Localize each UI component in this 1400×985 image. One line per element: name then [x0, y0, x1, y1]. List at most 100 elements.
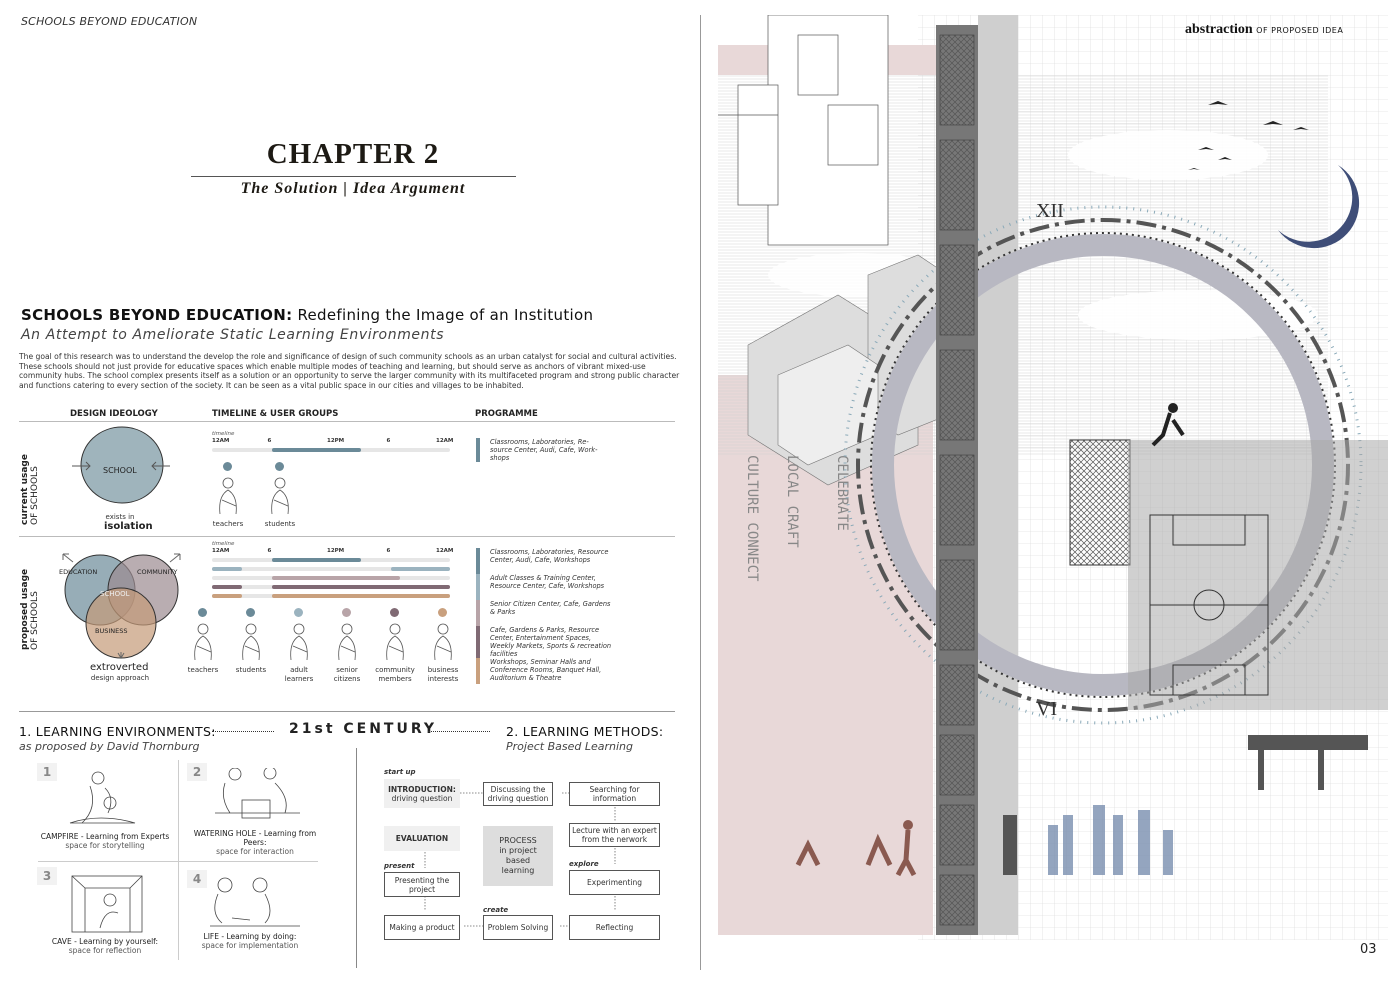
divider	[191, 176, 516, 177]
intro-box: INTRODUCTION:driving question	[384, 779, 460, 808]
methods-title: 2. LEARNING METHODS:	[506, 724, 664, 739]
user-label: teachers	[187, 666, 219, 674]
venn-community: COMMUNITY	[137, 568, 178, 576]
divider	[19, 421, 675, 422]
programme-item: Adult Classes & Training Center, Resourc…	[476, 574, 616, 600]
running-header: SCHOOLS BEYOND EDUCATION	[21, 15, 198, 28]
box-presenting: Presenting the project	[384, 872, 460, 897]
process-line: based	[505, 856, 531, 865]
programme-current: Classrooms, Laboratories, Re-source Cent…	[476, 438, 606, 462]
user-dot	[390, 608, 399, 617]
env-sub: space for reflection	[68, 946, 142, 955]
building-plan	[718, 15, 889, 246]
abstraction-illustration: CULTURE CONNECT LOCAL CRAFT CELEBRATE XI…	[718, 15, 1388, 940]
user-dot	[342, 608, 351, 617]
extroverted-caption-small: design approach	[90, 674, 150, 682]
section-heading: SCHOOLS BEYOND EDUCATION: Redefining the…	[21, 306, 593, 324]
chapter-subtitle: The Solution | Idea Argument	[240, 180, 466, 197]
timeline-bar	[271, 594, 450, 598]
school-label: SCHOOL	[103, 466, 137, 475]
user-dot	[438, 608, 447, 617]
programme-text: Cafe, Gardens & Parks, Resource Center, …	[490, 626, 612, 658]
section-subheading: An Attempt to Ameliorate Static Learning…	[21, 327, 445, 343]
cave-sketch-icon	[71, 875, 143, 933]
intro-bold: INTRODUCTION:	[388, 784, 456, 794]
venn-diagram	[62, 553, 181, 659]
timeline-tick: 12PM	[327, 438, 345, 444]
process-line: learning	[501, 866, 535, 875]
svg-text:CULTURE CONNECT: CULTURE CONNECT	[744, 455, 760, 582]
extroverted-caption: extroverted	[90, 662, 149, 673]
timeline-tick: 6	[386, 548, 391, 554]
row-label-sub: OF SCHOOLS	[30, 591, 40, 650]
heading-rest: Redefining the Image of an Institution	[297, 306, 594, 324]
person-sketch-icon	[386, 623, 404, 661]
page-number: 03	[1360, 942, 1377, 957]
programme-item: Senior Citizen Center, Cafe, Gardens & P…	[476, 600, 616, 626]
environment-sketches	[69, 768, 300, 933]
env-title: CAVE - Learning by yourself:	[51, 937, 159, 946]
svg-text:LOCAL CRAFT: LOCAL CRAFT	[784, 455, 800, 548]
user-label: adult learners	[284, 666, 314, 683]
env-number: 4	[187, 870, 207, 888]
right-title-rest: OF PROPOSED IDEA	[1256, 26, 1344, 35]
user-label: teachers	[212, 520, 244, 528]
divider	[356, 748, 357, 968]
timeline-tick: 12AM	[212, 548, 230, 554]
label-start-up: start up	[384, 768, 416, 776]
campfire-sketch-icon	[69, 771, 136, 824]
programme-text: Classrooms, Laboratories, Resource Cente…	[490, 548, 609, 564]
timeline-bar	[212, 567, 242, 571]
label-present: present	[384, 862, 415, 870]
right-title-bold: abstraction	[1185, 22, 1253, 37]
football-pitch	[1149, 514, 1269, 696]
person-sketch-icon	[219, 477, 237, 515]
box-lecture: Lecture with an expert from the nerwork	[569, 823, 660, 847]
timeline-tick: 6	[267, 438, 272, 444]
hatched-panel	[1069, 439, 1131, 566]
env-sub: space for implementation	[201, 941, 299, 950]
user-label: students	[235, 666, 267, 674]
row-label-sub: OF SCHOOLS	[30, 466, 40, 525]
watering-hole-sketch-icon	[215, 768, 300, 819]
env-sub: space for interaction	[216, 847, 294, 856]
life-sketch-icon	[210, 877, 300, 927]
venn-business: BUSINESS	[95, 627, 128, 635]
timeline-tick: 12PM	[327, 548, 345, 554]
divider	[19, 536, 675, 537]
clock-twelve: XII	[1036, 200, 1064, 222]
timeline-tick: 6	[386, 438, 391, 444]
env-title: LIFE - Learning by doing:	[203, 932, 297, 941]
user-dot	[275, 462, 284, 471]
timeline-tick: 12AM	[212, 438, 230, 444]
page-divider	[700, 15, 701, 970]
env-title: CAMPFIRE - Learning from Experts	[40, 832, 170, 841]
programme-text: Senior Citizen Center, Cafe, Gardens & P…	[490, 600, 611, 616]
person-sketch-icon	[290, 623, 308, 661]
isolation-caption-small: exists in	[105, 513, 135, 521]
timeline-bar	[212, 594, 242, 598]
person-sketch-icon	[242, 623, 260, 661]
person-sketch-icon	[434, 623, 452, 661]
user-dot	[294, 608, 303, 617]
programme-item: Classrooms, Laboratories, Resource Cente…	[476, 548, 616, 574]
timeline-bar	[212, 585, 242, 589]
environments-subtitle: as proposed by David Thornburg	[19, 740, 200, 753]
row-label-bold: proposed usage	[20, 568, 30, 650]
timeline-tick: 6	[267, 548, 272, 554]
process-line: in project	[499, 846, 537, 855]
timeline-bar	[271, 558, 361, 562]
box-making: Making a product	[384, 915, 460, 940]
box-problem-solving: Problem Solving	[483, 915, 553, 940]
isolation-caption: isolation	[104, 521, 153, 532]
user-label: senior citizens	[333, 666, 361, 683]
programme-item: Workshops, Seminar Halls and Conference …	[476, 658, 616, 684]
row-label-bold: current usage	[20, 454, 30, 525]
label-explore: explore	[569, 860, 599, 868]
connector	[428, 731, 490, 732]
venn-education: EDUCATION	[59, 568, 98, 576]
box-discussing: Discussing the driving question	[483, 782, 553, 806]
